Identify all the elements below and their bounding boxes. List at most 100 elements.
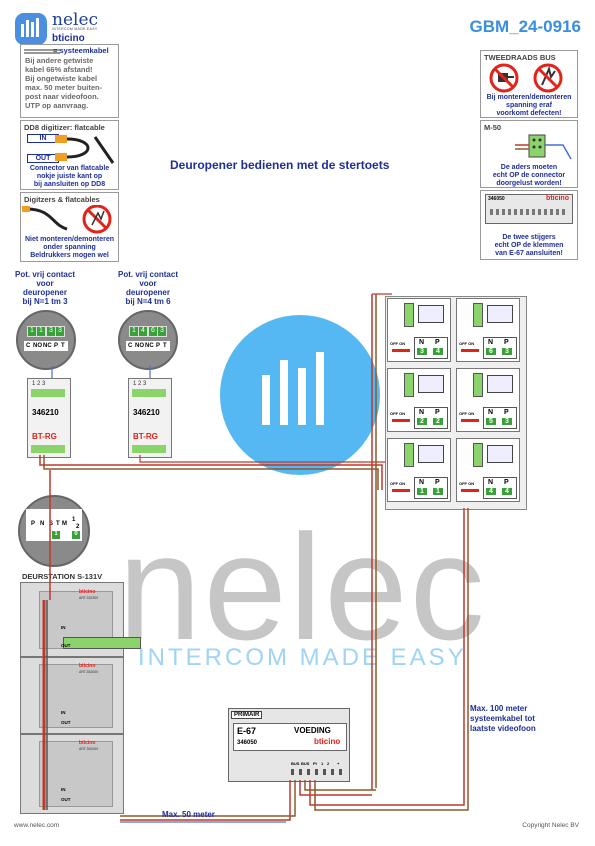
top-term: 3 — [42, 381, 46, 387]
door-station-zoom: P N S T M 1 2 1 0 — [18, 495, 90, 567]
n-value: 5 — [486, 418, 496, 425]
ds-code: ART.332300 — [79, 596, 99, 600]
dip-label: 1 — [72, 517, 76, 523]
videophone-connector — [404, 443, 414, 467]
dip-digit: 1 — [52, 531, 60, 539]
n-label: N — [419, 479, 425, 486]
p-value: 2 — [433, 418, 443, 425]
nelec-logo-icon — [15, 13, 47, 45]
relay-2-model: 346210 — [133, 408, 160, 417]
videophone-screen — [487, 375, 513, 393]
n-value: 4 — [486, 488, 496, 495]
ds-code: ART.352000 — [79, 670, 99, 674]
note-line: onder spanning — [43, 244, 96, 251]
power-code: 346050 — [237, 740, 258, 746]
caption-line: voor — [139, 279, 157, 288]
top-term: 2 — [37, 381, 41, 387]
p-label: P — [504, 339, 509, 346]
videophone-switch-label: OFF ON — [459, 481, 475, 486]
p-label: P — [504, 479, 509, 486]
videophone-connector — [473, 373, 483, 397]
p-value: 3 — [502, 348, 512, 355]
top-term: 1 — [32, 381, 36, 387]
power-term: BUS — [301, 761, 310, 766]
note-line: De twee stijgers — [502, 234, 556, 241]
videophone-connector — [473, 303, 483, 327]
note-e67: 346050 bticino De twee stijgers echt OP … — [480, 190, 578, 260]
videophone-switch-label: OFF ON — [459, 341, 475, 346]
p-value: 4 — [433, 348, 443, 355]
term-label: NO — [135, 343, 144, 349]
annotation-max50: Max. 50 meter — [162, 810, 215, 819]
caption-line: deuropener — [125, 288, 170, 297]
note-line: Bij ongetwiste kabel — [25, 74, 98, 83]
term-label: NC — [145, 343, 154, 349]
videophone-screen — [418, 305, 444, 323]
power-brand: bticino — [314, 737, 341, 746]
note-m50: M-50 De aders moeten echt OP de connecto… — [480, 120, 578, 188]
caption-line: Pot. vrij contact — [14, 270, 75, 279]
m50-title: M-50 — [484, 123, 502, 132]
p-label: P — [435, 479, 440, 486]
term-label: T — [163, 343, 167, 349]
m50-connector-icon — [515, 134, 572, 160]
ds-in: IN — [61, 787, 66, 792]
footer-url[interactable]: www.nelec.com — [14, 822, 60, 829]
note-bus: TWEEDRAADS BUS Bij monteren/demonteren s… — [480, 50, 578, 118]
videophone-bus-wire — [392, 349, 410, 352]
videophone-switch-label: OFF ON — [390, 481, 406, 486]
dip-digit: 1 — [37, 327, 45, 336]
watermark-tagline: INTERCOM MADE EASY — [138, 644, 467, 671]
note-line: nokje juiste kant op — [36, 173, 103, 180]
note-line: Connector van flatcable — [29, 165, 110, 172]
bus-title: TWEEDRAADS BUS — [484, 53, 556, 62]
videophone-bus-wire — [392, 419, 410, 422]
n-value: 1 — [417, 488, 427, 495]
note-line: voorkomt defecten! — [496, 110, 562, 117]
dip-label: N — [40, 521, 45, 527]
caption-line: bij N=1 tm 3 — [22, 297, 68, 306]
caption-line: voor — [36, 279, 54, 288]
videophone-connector — [473, 443, 483, 467]
dip-digit: 3 — [47, 327, 55, 336]
ds-code: ART.352000 — [79, 747, 99, 751]
n-value: 2 — [417, 418, 427, 425]
note-line: De aders moeten — [500, 164, 558, 171]
top-term: 3 — [143, 381, 147, 387]
top-term: 1 — [133, 381, 137, 387]
dip-digit: 0 — [72, 531, 80, 539]
n-value: 3 — [417, 348, 427, 355]
annotation-max100: Max. 100 meter systeemkabel tot laatste … — [470, 704, 536, 734]
term-label: C — [26, 343, 31, 349]
page-title: Deuropener bedienen met de stertoets — [170, 158, 390, 172]
p-value: 1 — [433, 488, 443, 495]
door-station-title: DEURSTATION S-131V — [22, 572, 103, 581]
power-term: PI — [313, 761, 317, 766]
top-term: 2 — [138, 381, 142, 387]
n-label: N — [488, 339, 494, 346]
note-line: post naar videofoon. — [25, 92, 99, 101]
dip-digit: 3 — [56, 327, 64, 336]
videophone-connector — [404, 303, 414, 327]
videophone-bus-wire — [461, 419, 479, 422]
relay-1-model: 346210 — [32, 408, 59, 417]
no-power-icon — [22, 205, 112, 234]
caption-line: bij N=4 tm 6 — [125, 297, 171, 306]
max100-line: systeemkabel tot — [470, 714, 535, 723]
videophone-screen — [418, 445, 444, 463]
dip-digit: 6 — [149, 327, 157, 336]
n-value: 6 — [486, 348, 496, 355]
note-line: Bij monteren/demonteren — [486, 94, 572, 101]
caption-line: Pot. vrij contact — [117, 270, 178, 279]
ds-out: OUT — [61, 720, 71, 725]
videophone-switch-label: OFF ON — [459, 411, 475, 416]
p-value: 4 — [502, 488, 512, 495]
p-label: P — [435, 409, 440, 416]
no-plug-icons — [489, 63, 563, 93]
videophone-screen — [418, 375, 444, 393]
n-label: N — [488, 409, 494, 416]
power-supply-e67: PRIMAIR E-67 VOEDING 346050 bticino BUS … — [228, 708, 350, 782]
